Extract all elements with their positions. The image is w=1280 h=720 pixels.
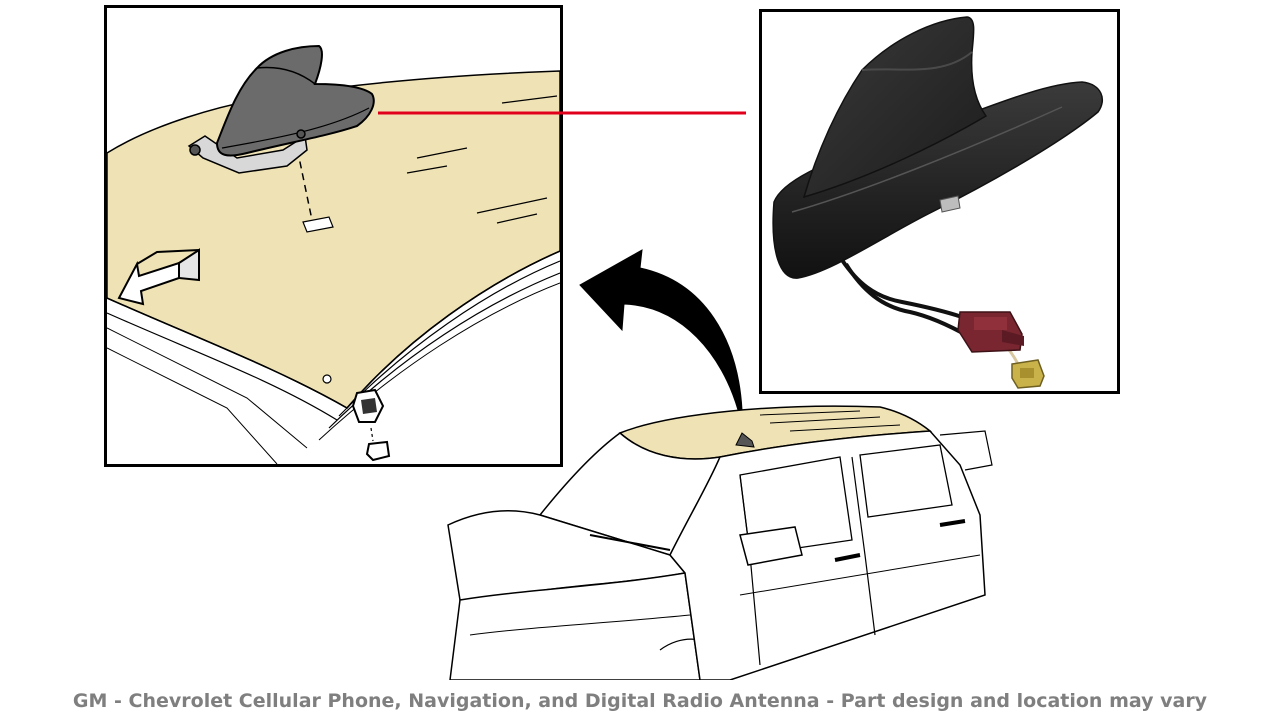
roof-detail-drawing [104,5,563,467]
roof-detail-svg [107,44,560,464]
truck-svg [447,405,993,680]
arrow-left-icon [117,248,200,306]
antenna-photo [759,9,1120,394]
curved-arrow-icon [579,249,743,411]
yellow-connector-icon [1011,359,1045,389]
maroon-connector-icon [957,311,1024,353]
antenna-photo-svg [772,16,1103,389]
truck-antenna-location [735,432,755,448]
figure-caption: GM - Chevrolet Cellular Phone, Navigatio… [72,690,1208,712]
side-mirror [739,526,803,566]
truck-drawing [440,395,1000,680]
retaining-clip [322,374,391,462]
